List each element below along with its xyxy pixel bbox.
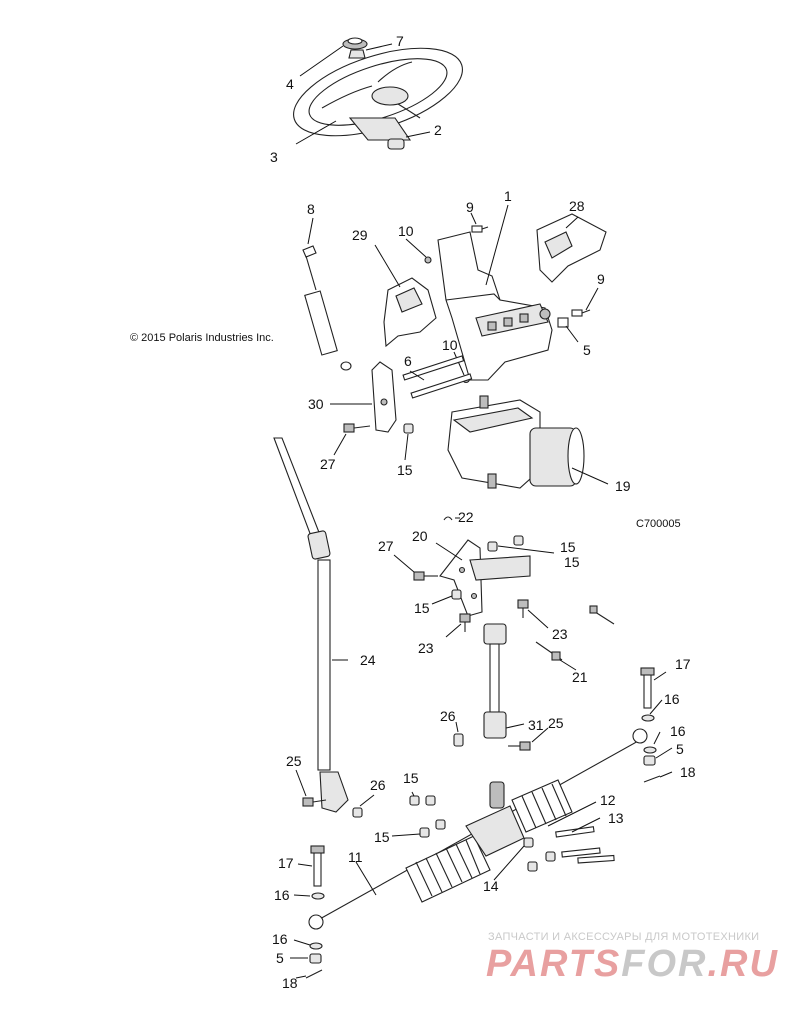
callout-10-top: 10 [398,223,414,239]
callout-25-mid: 25 [548,715,564,731]
callout-9-right: 9 [597,271,605,287]
callout-2: 2 [434,122,442,138]
callout-24: 24 [360,652,376,668]
watermark-brand-a: PARTS [486,943,621,985]
callout-10-mid: 10 [442,337,458,353]
wheel-hub-bushing [387,138,405,150]
upper-steering-shaft [273,437,349,813]
diagram-code: C700005 [636,518,681,530]
bolt-21 [535,641,563,661]
callout-23-right: 23 [552,626,568,642]
callout-6: 6 [404,353,412,369]
bolt-27-upper [343,423,371,433]
callout-3: 3 [270,149,278,165]
callout-9-top: 9 [466,199,474,215]
bolt-27-lower [413,571,438,581]
callout-7: 7 [396,33,404,49]
callout-1: 1 [504,188,512,204]
callout-27-upper: 27 [320,456,336,472]
callout-labels: 7 4 2 3 8 1 9 28 29 10 9 5 © 2015 Polari… [130,33,696,991]
callout-22: 22 [458,509,474,525]
callout-15-bracket-b: 15 [564,554,580,570]
callout-28: 28 [569,198,585,214]
lower-steering-shaft [483,623,507,739]
callout-20: 20 [412,528,428,544]
copyright-text: © 2015 Polaris Industries Inc. [130,332,274,344]
bolt-9-top [471,225,489,233]
callout-23-left: 23 [418,640,434,656]
callout-30: 30 [308,396,324,412]
callout-16-left-b: 16 [272,931,288,947]
tie-rod-hardware-left [305,845,325,979]
callout-26-mid: 26 [440,708,456,724]
callout-16-left-a: 16 [274,887,290,903]
watermark: ЗАПЧАСТИ И АКСЕССУАРЫ ДЛЯ МОТОТЕХНИКИ PA… [486,931,779,985]
watermark-brand-c: .RU [708,943,779,985]
bolt-spare [589,605,615,625]
callout-31: 31 [528,717,544,733]
nut-15-upper [403,423,414,434]
bracket-cover [536,213,607,283]
svg-text:PARTSFOR.RU: PARTSFOR.RU [486,943,779,985]
callout-5-rack-right: 5 [676,741,684,757]
callout-15-bracket-a: 15 [560,539,576,555]
callout-15-bracket-c: 15 [414,600,430,616]
bolt-25-mid [508,741,531,751]
clip-22 [443,516,453,521]
bolt-25-left [302,797,327,807]
callout-4: 4 [286,76,294,92]
tie-rod-hardware-right [640,667,661,783]
callout-17-left: 17 [278,855,294,871]
callout-18-right: 18 [680,764,696,780]
callout-16-right-b: 16 [670,723,686,739]
callout-15-rack-a: 15 [403,770,419,786]
callout-15-upper: 15 [397,462,413,478]
callout-21: 21 [572,669,588,685]
nut-26-mid [453,733,464,747]
rack-mount-nuts [409,795,556,872]
nut-10-top [424,256,432,264]
bolt-23-right [517,599,529,618]
steering-rack [308,728,648,930]
callout-11: 11 [348,849,363,865]
nut-5-right [539,308,569,328]
callout-19: 19 [615,478,631,494]
column-bracket-left [383,277,437,348]
callout-8: 8 [307,201,315,217]
callout-14: 14 [483,878,499,894]
gas-strut [302,245,352,371]
rack-mount-bolts [555,826,615,864]
bolts-6 [402,355,473,399]
callout-17-right: 17 [675,656,691,672]
horn-cap-nut [342,37,368,59]
callout-5-right: 5 [583,342,591,358]
callout-18-left: 18 [282,975,298,991]
callout-13: 13 [608,810,624,826]
tilt-bracket [437,231,553,381]
bolt-9-right [571,309,591,317]
watermark-tagline: ЗАПЧАСТИ И АКСЕССУАРЫ ДЛЯ МОТОТЕХНИКИ [488,931,759,943]
callout-12: 12 [600,792,616,808]
nuts-15-bracket [451,535,524,600]
steering-wheel [293,47,463,141]
callout-25-left: 25 [286,753,302,769]
yoke-30 [371,361,397,433]
callout-15-rack-b: 15 [374,829,390,845]
bolt-23-left [459,613,471,632]
callout-27-lower: 27 [378,538,394,554]
nut-26-left [352,807,363,818]
callout-26-left: 26 [370,777,386,793]
callout-29: 29 [352,227,368,243]
callout-5-rack-left: 5 [276,950,284,966]
eps-unit [447,395,585,489]
callout-16-right-a: 16 [664,691,680,707]
watermark-brand-b: FOR [621,943,707,985]
mount-bracket [439,539,531,617]
